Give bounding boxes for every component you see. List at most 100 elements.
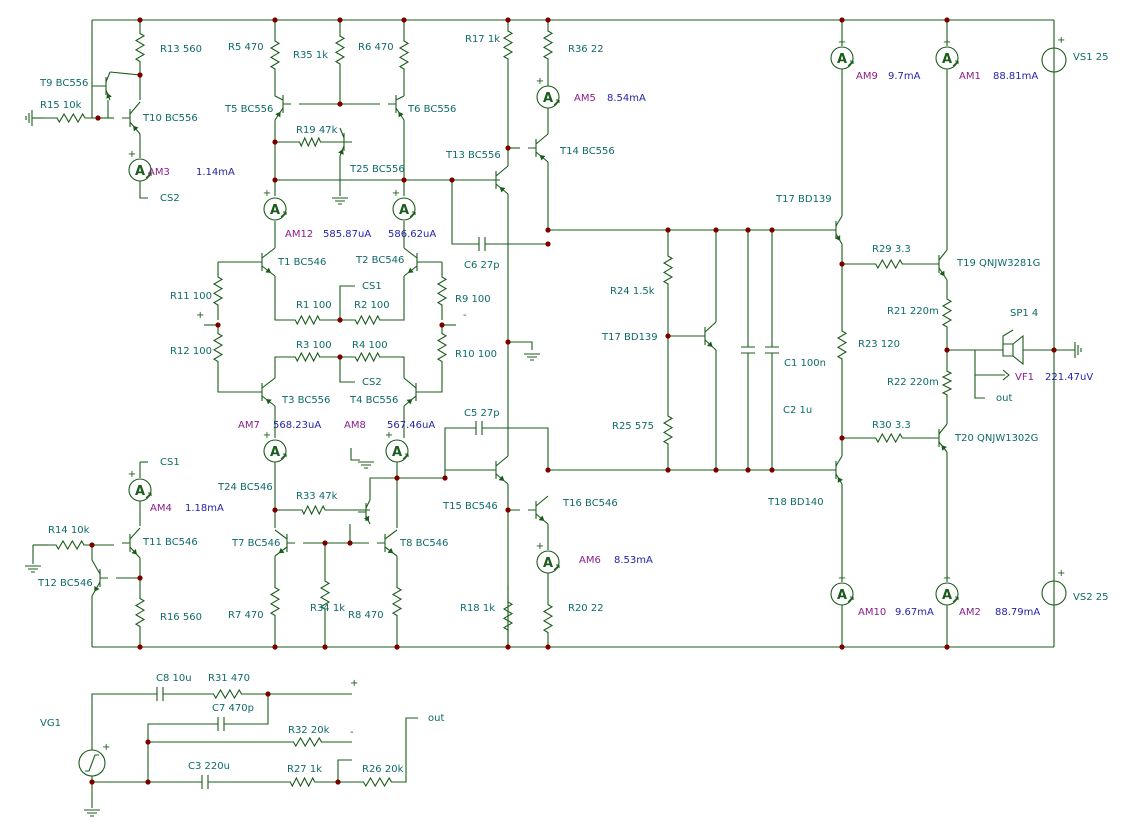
resistor-r14[interactable] <box>48 539 92 551</box>
ammeter-am4[interactable]: A <box>128 478 152 502</box>
wire[interactable] <box>451 180 472 245</box>
capacitor-c6[interactable] <box>472 237 492 251</box>
resistor-r16[interactable] <box>134 578 146 647</box>
signal-generator-vg1[interactable] <box>78 749 106 777</box>
ammeter-am1[interactable]: A <box>935 46 959 70</box>
resistor-r33[interactable] <box>297 504 330 516</box>
resistor-r4[interactable] <box>350 351 385 363</box>
wire[interactable] <box>246 694 269 725</box>
wire[interactable] <box>400 717 418 783</box>
ammeter-am3[interactable]: A <box>128 158 152 182</box>
resistor-r2[interactable] <box>350 314 385 326</box>
transistor-t16[interactable] <box>528 495 549 525</box>
ammeter-am6[interactable]: A <box>536 550 560 574</box>
transistor-t7[interactable] <box>274 529 295 557</box>
resistor-r11[interactable] <box>212 262 224 320</box>
wire[interactable] <box>490 427 549 470</box>
transistor-t5[interactable] <box>274 95 291 121</box>
speaker-icon[interactable] <box>1002 334 1024 366</box>
resistor-r9[interactable] <box>436 262 448 320</box>
transistor-t17b[interactable] <box>697 321 717 351</box>
resistor-r6[interactable] <box>398 20 410 90</box>
voltmeter-vf1[interactable] <box>1002 369 1010 381</box>
wire[interactable] <box>109 71 141 76</box>
transistor-t12[interactable] <box>91 559 108 597</box>
wire[interactable] <box>350 448 360 461</box>
transistor-t17a[interactable] <box>828 215 843 245</box>
resistor-r10[interactable] <box>436 325 448 370</box>
transistor-t4[interactable] <box>403 377 424 407</box>
wire[interactable] <box>507 484 520 511</box>
resistor-r15[interactable] <box>44 112 98 124</box>
resistor-r35[interactable] <box>334 20 346 80</box>
voltage-source-vs1[interactable] <box>1041 47 1067 73</box>
transistor-t18[interactable] <box>828 455 843 485</box>
ammeter-am10[interactable]: A <box>830 582 854 606</box>
transistor-t2[interactable] <box>403 247 425 277</box>
resistor-r21[interactable] <box>941 290 953 336</box>
resistor-r26[interactable] <box>355 776 400 788</box>
wire[interactable] <box>91 693 140 712</box>
capacitor-c8[interactable] <box>140 687 180 701</box>
transistor-t3[interactable] <box>254 377 276 407</box>
transistor-t8[interactable] <box>377 529 398 557</box>
ammeter-am8[interactable]: A <box>385 439 409 463</box>
resistor-r18[interactable] <box>502 585 514 647</box>
wire[interactable] <box>147 723 196 742</box>
wire[interactable] <box>91 20 104 87</box>
wire[interactable] <box>139 181 148 199</box>
wire[interactable] <box>339 357 355 383</box>
transistor-t20[interactable] <box>931 423 948 453</box>
wire[interactable] <box>974 350 985 399</box>
transistor-t15[interactable] <box>488 455 509 485</box>
ammeter-am5[interactable]: A <box>536 85 560 109</box>
wire[interactable] <box>337 759 352 782</box>
wire[interactable] <box>91 86 98 119</box>
capacitor-c3[interactable] <box>192 775 218 789</box>
resistor-r31[interactable] <box>205 688 250 700</box>
resistor-r23[interactable] <box>836 320 848 370</box>
wire[interactable] <box>385 276 405 321</box>
capacitor-c2[interactable] <box>741 230 755 470</box>
resistor-r13[interactable] <box>134 20 146 75</box>
resistor-r36[interactable] <box>542 20 554 70</box>
resistor-r32[interactable] <box>280 736 335 748</box>
transistor-t6[interactable] <box>388 95 405 121</box>
ammeter-am586[interactable]: A <box>392 197 416 221</box>
transistor-t10[interactable] <box>122 101 141 135</box>
transistor-t14[interactable] <box>528 133 549 163</box>
resistor-r22[interactable] <box>941 366 953 400</box>
ammeter-am12[interactable]: A <box>263 197 287 221</box>
wire[interactable] <box>369 477 445 500</box>
wire[interactable] <box>424 370 443 393</box>
resistor-r24[interactable] <box>662 230 674 310</box>
resistor-r8[interactable] <box>391 556 403 647</box>
resistor-r17[interactable] <box>502 20 514 70</box>
capacitor-c5[interactable] <box>468 421 490 435</box>
capacitor-c7[interactable] <box>196 717 246 731</box>
wire[interactable] <box>339 285 355 320</box>
transistor-t9[interactable] <box>98 71 112 101</box>
resistor-r5[interactable] <box>269 20 281 90</box>
transistor-t25a[interactable] <box>338 127 352 157</box>
wire[interactable] <box>116 558 141 579</box>
voltage-source-vs2[interactable] <box>1041 580 1067 606</box>
resistor-r29[interactable] <box>870 258 908 270</box>
resistor-r7[interactable] <box>269 556 281 647</box>
ammeter-am2[interactable]: A <box>935 582 959 606</box>
transistor-t11[interactable] <box>122 527 141 559</box>
transistor-t24[interactable] <box>358 499 371 525</box>
resistor-r19[interactable] <box>295 136 325 148</box>
wire[interactable] <box>667 310 697 337</box>
wire[interactable] <box>274 276 290 321</box>
resistor-r1[interactable] <box>290 314 325 326</box>
transistor-t19[interactable] <box>931 249 948 281</box>
ammeter-am9[interactable]: A <box>830 46 854 70</box>
resistor-r3[interactable] <box>290 351 325 363</box>
resistor-r12[interactable] <box>212 325 224 370</box>
wire[interactable] <box>274 356 290 378</box>
transistor-t13[interactable] <box>488 165 509 195</box>
wire[interactable] <box>508 341 533 350</box>
wire[interactable] <box>217 370 254 393</box>
